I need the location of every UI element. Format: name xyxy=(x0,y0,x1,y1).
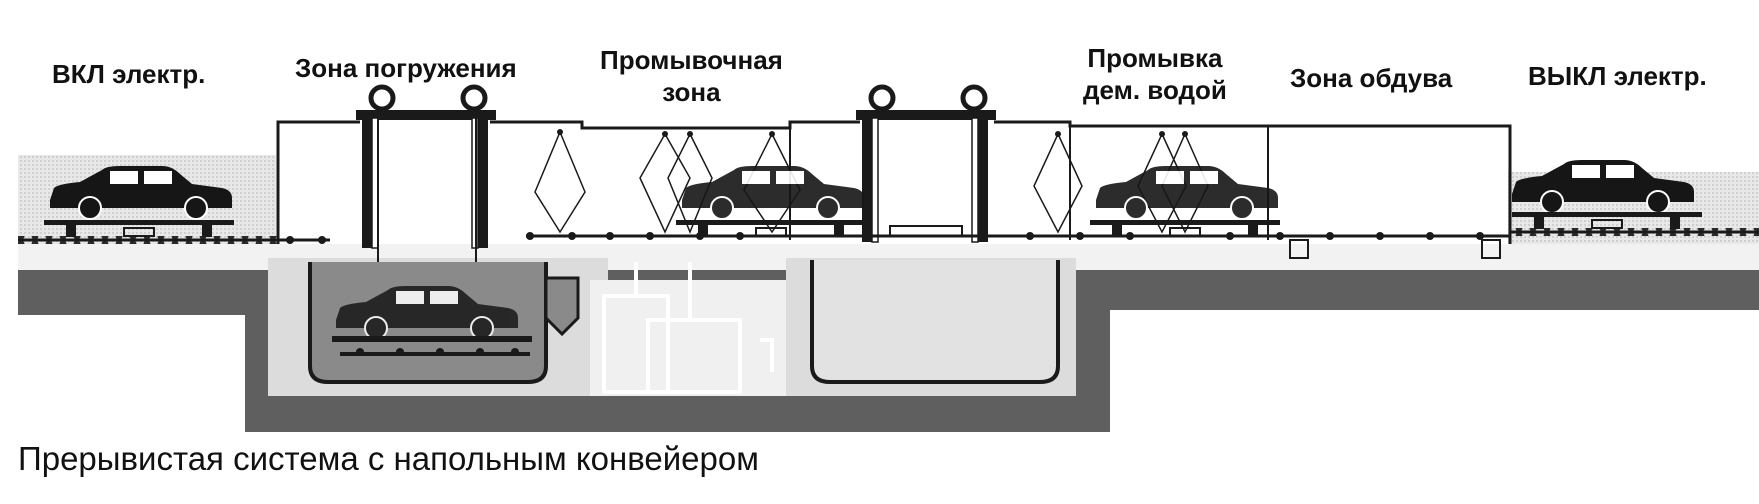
submerged-carrier xyxy=(340,352,530,356)
lifter-motor-left-icon xyxy=(368,84,396,112)
lifter2-motor-left-icon xyxy=(868,84,896,112)
pump-pipe xyxy=(634,262,774,372)
lifter-motor-right-icon xyxy=(460,84,488,112)
zone-label-rinse: Промывочная зона xyxy=(600,44,783,108)
lifter2-motor-right-icon xyxy=(960,84,988,112)
hall-enclosure xyxy=(276,120,1512,172)
zone-label-blow-off: Зона обдува xyxy=(1290,63,1453,93)
zone-label-rinse-line2: зона xyxy=(662,77,721,107)
rinse-tank xyxy=(810,260,1060,384)
zone-label-deionized-line2: дем. водой xyxy=(1083,75,1227,105)
submerged-skid xyxy=(332,336,532,342)
car-rinse xyxy=(675,165,867,238)
zone-label-deionized-line1: Промывка xyxy=(1087,43,1223,73)
diagram-caption: Прерывистая система с напольным конвейер… xyxy=(18,440,759,477)
zone-label-rinse-line1: Промывочная xyxy=(600,45,783,75)
zone-label-power-on: ВКЛ электр. xyxy=(52,59,206,89)
lifter-rinse xyxy=(856,84,996,243)
lifter-immersion xyxy=(356,84,496,262)
zone-label-immersion: Зона погружения xyxy=(295,53,517,83)
zone-label-power-off: ВЫКЛ электр. xyxy=(1528,61,1707,91)
pump-unit-2 xyxy=(646,318,742,394)
car-deionized xyxy=(1089,165,1281,238)
zone-label-deionized-rinse: Промывка дем. водой xyxy=(1083,42,1227,106)
immersion-overflow xyxy=(544,276,580,337)
